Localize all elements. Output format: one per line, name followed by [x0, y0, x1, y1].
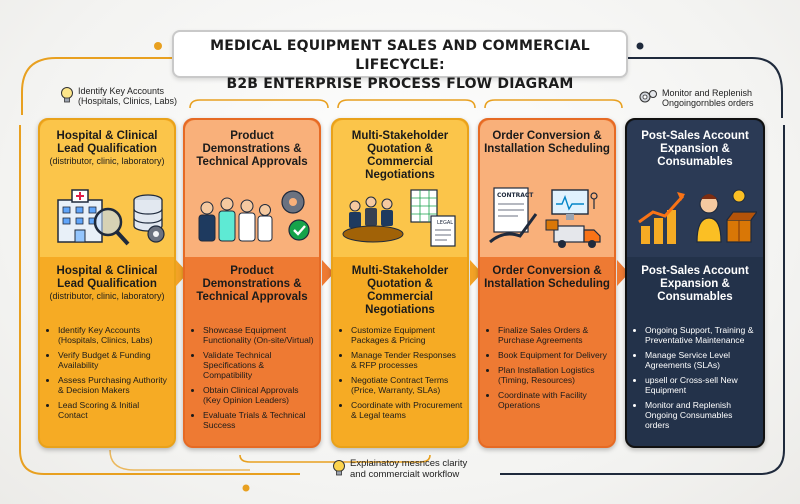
stage-3-title-repeat: Multi-Stakeholder Quotation & Commercial… [337, 265, 463, 317]
connector-dot [154, 42, 162, 50]
stage-1-subtitle: (distributor, clinic, laboratory) [49, 156, 165, 166]
gears-icon [639, 90, 657, 103]
stage-4-title: Order Conversion & Installation Scheduli… [484, 130, 610, 156]
stage-3-column: Multi-Stakeholder Quotation & Commercial… [331, 118, 469, 448]
diagram-title: MEDICAL EQUIPMENT SALES AND COMMERCIAL L… [210, 38, 590, 73]
list-item: Manage Service Level Agreements (SLAs) [645, 350, 759, 370]
stage-4-title-text: Order Conversion & Installation Scheduli… [484, 130, 610, 155]
list-item: Ongoing Support, Training & Preventative… [645, 325, 759, 345]
note-bottom-line1: Explainatoy mesnces clarity [350, 458, 468, 469]
list-item: Verify Budget & Funding Availability [58, 350, 170, 370]
svg-text:LEGAL: LEGAL [437, 220, 453, 226]
connector-dot [636, 42, 644, 50]
stage-3-header-panel: Multi-Stakeholder Quotation & Commercial… [333, 120, 467, 257]
stage-5-bullet-list: Ongoing Support, Training & Preventative… [635, 325, 759, 435]
stage-5-column: Post-Sales Account Expansion & Consumabl… [625, 118, 765, 448]
stage-4-body: Order Conversion & Installation Scheduli… [480, 257, 614, 446]
list-item: Lead Scoring & Initial Contact [58, 400, 170, 420]
stage-1-body: Hospital & Clinical Lead Qualification (… [40, 257, 174, 446]
stage-5-title2-text: Post-Sales Account Expansion & Consumabl… [641, 265, 749, 303]
list-item: Plan Installation Logistics (Timing, Res… [498, 365, 610, 385]
stage-3-title: Multi-Stakeholder Quotation & Commercial… [337, 130, 463, 182]
list-item: Showcase Equipment Functionality (On-sit… [203, 325, 315, 345]
list-item: Evaluate Trials & Technical Success [203, 410, 315, 430]
stage-2-title-repeat: Product Demonstrations & Technical Appro… [189, 265, 315, 304]
stage-4-bullet-list: Finalize Sales Orders & Purchase Agreeme… [488, 325, 610, 415]
stage-4-header-panel: Order Conversion & Installation Scheduli… [480, 120, 614, 257]
stage-3-body: Multi-Stakeholder Quotation & Commercial… [333, 257, 467, 446]
stage-2-title-text: Product Demonstrations & Technical Appro… [196, 130, 308, 168]
clinicians-gears-approval-icon [198, 190, 310, 242]
list-item: upsell or Cross-sell New Equipment [645, 375, 759, 395]
list-item: Customize Equipment Packages & Pricing [351, 325, 463, 345]
list-item: Finalize Sales Orders & Purchase Agreeme… [498, 325, 610, 345]
stage-2-body: Product Demonstrations & Technical Appro… [185, 257, 319, 446]
stage-2-title: Product Demonstrations & Technical Appro… [189, 130, 315, 169]
list-item: Monitor and Replenish Ongoing Consumable… [645, 400, 759, 430]
stage-1-title: Hospital & Clinical Lead Qualification (… [44, 130, 170, 167]
meeting-table-spreadsheet-legal-icon: LEGAL [342, 189, 456, 247]
note-top-left: Identify Key Accounts (Hospitals, Clinic… [60, 86, 177, 106]
stage-3-bullet-list: Customize Equipment Packages & Pricing M… [341, 325, 463, 425]
list-item: Coordinate with Facility Operations [498, 390, 610, 410]
diagram-subtitle: B2B ENTERPRISE PROCESS FLOW DIAGRAM [226, 76, 574, 92]
stage-1-title-text: Hospital & Clinical Lead Qualification [56, 130, 158, 155]
contract-monitor-truck-icon: CONTRACT [489, 187, 601, 248]
note-top-right-line1: Monitor and Replenish [662, 88, 753, 98]
note-top-left-line1: Identify Key Accounts [78, 86, 165, 96]
stage-5-title-repeat: Post-Sales Account Expansion & Consumabl… [631, 265, 759, 304]
stage-2-title2-text: Product Demonstrations & Technical Appro… [196, 265, 308, 303]
lightbulb-icon [333, 460, 345, 476]
list-item: Book Equipment for Delivery [498, 350, 610, 360]
stage-5-body: Post-Sales Account Expansion & Consumabl… [627, 257, 763, 446]
stage-4-title2-text: Order Conversion & Installation Scheduli… [484, 265, 610, 290]
note-bottom-line2: and commercialt workflow [350, 469, 460, 480]
stage-5-header-panel: Post-Sales Account Expansion & Consumabl… [627, 120, 763, 257]
stage-1-column: Hospital & Clinical Lead Qualification (… [38, 118, 176, 448]
stage-5-title-text: Post-Sales Account Expansion & Consumabl… [641, 130, 749, 168]
list-item: Assess Purchasing Authority & Decision M… [58, 375, 170, 395]
stage-2-column: Product Demonstrations & Technical Appro… [183, 118, 321, 448]
stage-1-header-panel: Hospital & Clinical Lead Qualification (… [40, 120, 174, 257]
stage-1-bullet-list: Identify Key Accounts (Hospitals, Clinic… [48, 325, 170, 425]
stage-3-title2-text: Multi-Stakeholder Quotation & Commercial… [351, 265, 449, 316]
stage-1-title2-text: Hospital & Clinical Lead Qualification [56, 265, 158, 290]
stage-5-title: Post-Sales Account Expansion & Consumabl… [631, 130, 759, 169]
diagram-title-box: MEDICAL EQUIPMENT SALES AND COMMERCIAL L… [172, 30, 628, 92]
note-top-right-line2: Ongoingornbles orders [662, 98, 754, 108]
growth-chart-person-box-icon [638, 189, 757, 244]
note-top-right: Monitor and Replenish Ongoingornbles ord… [638, 88, 754, 108]
list-item: Coordinate with Procurement & Legal team… [351, 400, 463, 420]
list-item: Negotiate Contract Terms (Price, Warrant… [351, 375, 463, 395]
stage-4-title-repeat: Order Conversion & Installation Scheduli… [484, 265, 610, 291]
connector-dot [242, 484, 250, 492]
lightbulb-icon [61, 87, 73, 103]
stage-2-header-panel: Product Demonstrations & Technical Appro… [185, 120, 319, 257]
stage-1-subtitle2: (distributor, clinic, laboratory) [49, 291, 165, 301]
note-top-left-line2: (Hospitals, Clinics, Labs) [78, 96, 178, 106]
contract-label: CONTRACT [497, 192, 534, 199]
list-item: Manage Tender Responses & RFP processes [351, 350, 463, 370]
stage-3-title-text: Multi-Stakeholder Quotation & Commercial… [351, 130, 449, 181]
list-item: Obtain Clinical Approvals (Key Opinion L… [203, 385, 315, 405]
stage-1-title-repeat: Hospital & Clinical Lead Qualification (… [44, 265, 170, 302]
list-item: Identify Key Accounts (Hospitals, Clinic… [58, 325, 170, 345]
note-bottom: Explainatoy mesnces clarity and commerci… [332, 458, 467, 480]
list-item: Validate Technical Specifications & Comp… [203, 350, 315, 380]
hospital-search-database-icon [57, 189, 165, 246]
stage-2-bullet-list: Showcase Equipment Functionality (On-sit… [193, 325, 315, 435]
stage-4-column: Order Conversion & Installation Scheduli… [478, 118, 616, 448]
